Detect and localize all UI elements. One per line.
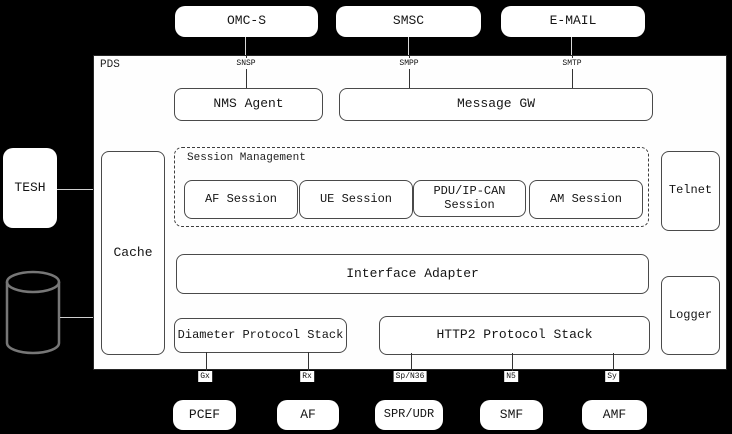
node-interface-adapter: Interface Adapter: [176, 254, 649, 294]
connector-smtp: [572, 56, 573, 88]
node-spr-udr: SPR/UDR: [375, 400, 443, 430]
connector-n5: [512, 353, 513, 371]
protocol-label-sp-n36: Sp/N36: [393, 371, 427, 382]
node-pcef: PCEF: [173, 400, 236, 430]
node-diameter-protocol-stack: Diameter Protocol Stack: [174, 318, 347, 353]
connector-tesh-cache: [57, 189, 93, 190]
node-ue-session: UE Session: [299, 180, 413, 219]
connector-omcs-pds: [245, 37, 246, 55]
protocol-label-smtp: SMTP: [560, 58, 584, 69]
node-telnet: Telnet: [661, 151, 720, 231]
node-af-session: AF Session: [184, 180, 298, 219]
connector-smsc-pds: [408, 37, 409, 55]
protocol-label-n5: N5: [504, 371, 518, 382]
pds-title: PDS: [100, 59, 120, 71]
node-omc-s: OMC-S: [175, 6, 318, 37]
node-tesh: TESH: [3, 148, 57, 228]
session-management-title: Session Management: [187, 152, 306, 164]
protocol-label-gx: Gx: [198, 371, 212, 382]
protocol-label-smpp: SMPP: [397, 58, 421, 69]
connector-gx: [206, 352, 207, 371]
node-am-session: AM Session: [529, 180, 643, 219]
connector-sy: [613, 353, 614, 371]
connector-smpp: [409, 56, 410, 88]
protocol-label-sy: Sy: [605, 371, 619, 382]
node-amf: AMF: [582, 400, 647, 430]
pds-container: PDS SNSP SMPP SMTP NMS Agent Message GW …: [93, 55, 727, 371]
node-logger: Logger: [661, 276, 720, 355]
connector-snsp: [246, 56, 247, 88]
connector-rx: [308, 352, 309, 371]
session-management-group: Session Management: [174, 147, 649, 227]
database-cylinder-icon: [5, 270, 61, 355]
node-nms-agent: NMS Agent: [174, 88, 323, 121]
node-pdu-ip-can-session: PDU/IP-CAN Session: [413, 180, 526, 217]
connector-db-cache: [60, 317, 93, 318]
node-message-gw: Message GW: [339, 88, 653, 121]
connector-email-pds: [571, 37, 572, 55]
node-af: AF: [277, 400, 339, 430]
node-http2-protocol-stack: HTTP2 Protocol Stack: [379, 316, 650, 355]
node-smf: SMF: [480, 400, 543, 430]
protocol-label-rx: Rx: [300, 371, 314, 382]
node-cache: Cache: [101, 151, 165, 355]
node-smsc: SMSC: [336, 6, 481, 37]
protocol-label-snsp: SNSP: [234, 58, 258, 69]
connector-sp-n36: [411, 353, 412, 371]
node-email: E-MAIL: [501, 6, 645, 37]
